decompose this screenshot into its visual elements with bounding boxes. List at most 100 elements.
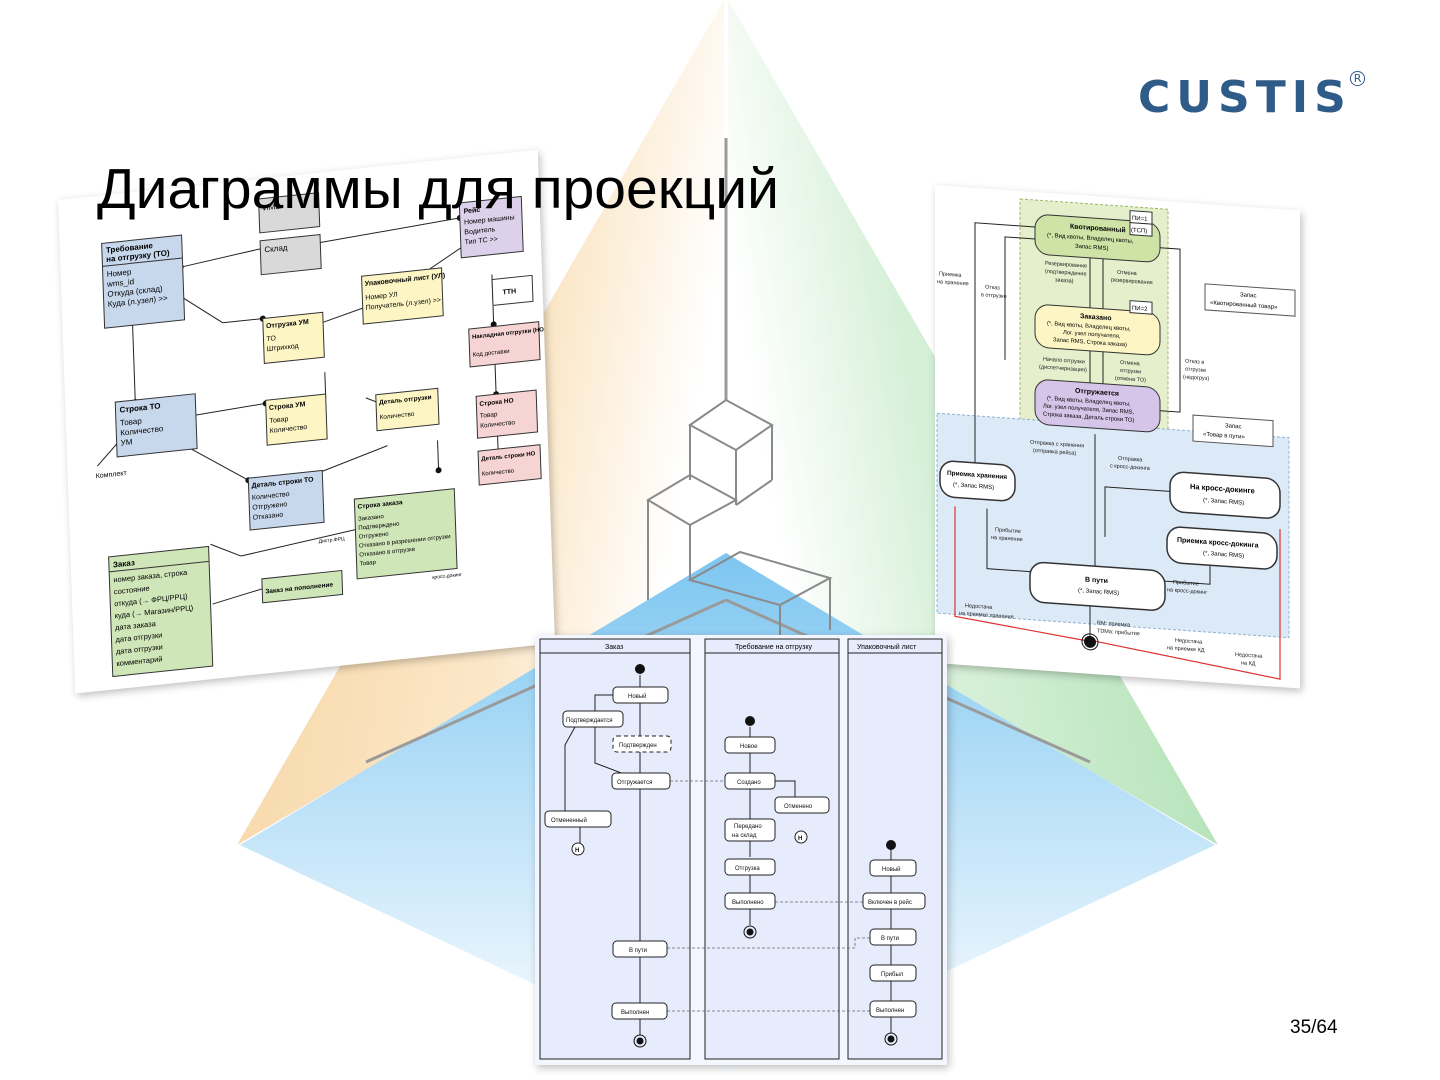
tr-nedost-kd-1: Недостача xyxy=(1175,638,1203,646)
state-diagram: Квотированный (*, Вид квоты, Владелец кв… xyxy=(936,198,1296,680)
state-zak: Заказано (*, Вид квоты, Владелец квоты, … xyxy=(1034,304,1161,356)
class-stroka-um: Строка УМ Товар Количество xyxy=(265,393,328,446)
act-ul-prib: Прибыл xyxy=(881,972,904,978)
tr-otmena-otg-3: (отмена ТО) xyxy=(1115,376,1146,384)
tr-otmena-otg-1: Отмена xyxy=(1120,360,1141,367)
state-vputi-title: В пути xyxy=(1085,576,1108,585)
tr-otkaz-otg-2: в отгрузке xyxy=(981,292,1007,300)
class-detal-otgr-field: Количество xyxy=(379,411,414,422)
act-to-vypoln: Выполнено xyxy=(732,900,764,906)
class-reis-field-3: Тип ТС >> xyxy=(465,236,498,246)
lane-to: Требование на отгрузку xyxy=(735,643,813,651)
state-tag-pi2: ПИ=2 xyxy=(1132,306,1148,313)
tr-otpr-hran-1: Отправка с хранения xyxy=(1030,440,1084,450)
class-detal-to-field-2: Отгружено xyxy=(252,501,287,512)
state-priem-kros: Приемка кросс-докинга (*, Запас RMS) xyxy=(1166,526,1278,570)
history-node-zakaz-icon xyxy=(571,842,585,856)
class-stroka-zakaza-field-5: Отказано в отгрузке xyxy=(359,547,416,559)
class-ttn: ТТН xyxy=(502,288,516,296)
class-to: Требование на отгрузку (ТО) Номер wms_id… xyxy=(101,234,186,329)
act-zakaz-otmen: Отмененный xyxy=(551,817,587,824)
class-stroka-to-field-1: Товар xyxy=(120,416,143,427)
tr-rm-priemka-2: TDMa: прибытие xyxy=(1097,628,1140,637)
act-ul-vkl: Включен в рейс xyxy=(868,899,912,906)
class-detal-no: Деталь строки НО Количество xyxy=(477,444,542,486)
class-detal-to-field-1: Количество xyxy=(252,491,290,502)
state-zak-text-1: (*, Вид квоты, Владелец квоты, xyxy=(1047,321,1131,333)
class-stroka-no: Строка НО Товар Количество xyxy=(475,389,539,439)
end-node-zakaz-icon xyxy=(633,1034,647,1048)
state-kros-text: (*, Запас RMS) xyxy=(1203,498,1244,507)
tr-nedost-hran-2: на приемке хранения xyxy=(959,611,1014,621)
tr-nachalo-1: Начало отгрузки xyxy=(1043,357,1085,366)
lane-zakaz: Заказ xyxy=(605,644,623,651)
state-vputi-text: (*, Запас RMS) xyxy=(1078,588,1119,597)
state-otg-text-1: (*, Вид квоты, Владелец квоты, xyxy=(1047,396,1131,408)
class-ul-field-1: Номер УЛ xyxy=(365,291,398,301)
tr-nedost-kd2-1: Недостача xyxy=(1235,652,1263,660)
class-to-field-1: Номер xyxy=(107,267,132,279)
class-sklad: Склад xyxy=(264,243,288,254)
class-detal-no-title: Деталь строки НО xyxy=(481,451,535,463)
class-stroka-um-field-1: Товар xyxy=(269,416,288,425)
class-label-distr: Дистр.ФРЦ xyxy=(319,536,345,545)
class-detal-no-field: Количество xyxy=(482,468,515,477)
class-label-kros: кросс-докинг xyxy=(432,572,462,581)
tr-rezerv-3: заказа) xyxy=(1055,277,1074,284)
act-zakaz-new: Новый xyxy=(628,693,647,700)
state-kros-title: На кросс-докинге xyxy=(1190,482,1255,496)
state-kvot-title: Квотированный xyxy=(1070,222,1126,234)
state-tag-pi1: ПИ=1 xyxy=(1132,216,1148,223)
class-nakl-field: Код доставки xyxy=(473,349,510,359)
page-number: 35/64 xyxy=(1290,1017,1338,1038)
tr-pribytie-kros-1: Прибытие xyxy=(1173,580,1199,588)
tr-pribytie-hran-1: Прибытие xyxy=(995,527,1021,535)
state-kvot: Квотированный (*, Вид квоты, Владелец кв… xyxy=(1034,214,1161,263)
tr-otkaz-nedogruz-1: Отказ в xyxy=(1185,358,1204,365)
page-title: Диаграммы для проекций xyxy=(97,157,779,221)
act-to-pered-2: на склад xyxy=(732,833,757,839)
tr-otmena-rez-1: Отмена xyxy=(1117,270,1138,277)
tr-pribytie-kros-2: на кросс-докинг xyxy=(1167,587,1207,596)
start-node-to-icon xyxy=(745,716,755,726)
act-ul-vputi: В пути xyxy=(881,936,899,942)
class-zakaz: Заказ номер заказа, строка состояние отк… xyxy=(108,545,214,678)
state-zak-text-2: Лог. узел получателя, xyxy=(1063,330,1121,340)
class-stroka-zakaza-field-2: Подтверждено xyxy=(358,521,400,531)
class-stroka-no-field-2: Количество xyxy=(480,419,515,430)
act-zakaz-vputi: В пути xyxy=(629,948,647,954)
tr-otpr-kros-1: Отправка xyxy=(1118,456,1143,464)
class-diagram: ИМЗ Склад Требование на отгрузку (ТО) Но… xyxy=(96,192,546,678)
class-ul: Упаковочный лист (УЛ) Номер УЛ Получател… xyxy=(361,267,445,325)
act-to-sozd: Создано xyxy=(737,780,761,786)
tr-nedost-kd-2: на приемке КД xyxy=(1167,645,1205,654)
tr-otpr-kros-2: с кросс-докинга xyxy=(1110,463,1151,472)
class-otgruzka-field-1: ТО xyxy=(266,335,276,343)
activity-diagram-panel: Заказ Требование на отгрузку Упаковочный… xyxy=(535,635,947,1065)
state-note-vputi-2: «Товар в пути» xyxy=(1203,432,1245,441)
class-otgruzka-title: Отгрузка УМ xyxy=(266,319,309,330)
act-zakaz-otgr: Отгружается xyxy=(617,780,652,786)
state-priem-kros-text: (*, Запас RMS) xyxy=(1203,551,1244,560)
state-note-kvot-2: «Квотированный товар» xyxy=(1210,299,1278,311)
class-detal-to-field-3: Отказано xyxy=(253,512,284,522)
class-detal-otgr: Деталь отгрузки Количество xyxy=(375,387,440,432)
state-vputi: В пути (*, Запас RMS) xyxy=(1029,561,1166,611)
state-diagram-panel: Квотированный (*, Вид квоты, Владелец кв… xyxy=(935,185,1300,689)
start-node-ul-icon xyxy=(886,840,896,850)
tr-otmena-rez-2: резервирования xyxy=(1111,277,1153,286)
class-stroka-zakaza-field-1: Заказано xyxy=(358,514,385,523)
act-zakaz-hist: H xyxy=(575,848,579,854)
class-detal-to: Деталь строки ТО Количество Отгружено От… xyxy=(247,469,325,531)
class-zakaz-field-5: дата заказа xyxy=(115,619,157,632)
state-priem: Приемка хранения (*, Запас RMS) xyxy=(939,460,1016,502)
end-node-ul-icon xyxy=(884,1032,898,1046)
act-ul-vypoln: Выполнен xyxy=(876,1008,904,1014)
class-otgruzka: Отгрузка УМ ТО Штрихкод xyxy=(262,311,325,365)
registered-mark-icon: R xyxy=(1349,71,1366,87)
class-stroka-um-field-2: Количество xyxy=(270,424,308,435)
class-otgruzka-field-2: Штрихкод xyxy=(267,343,299,353)
state-otg-title: Отгружается xyxy=(1075,388,1119,398)
logo-text: CUSTIS xyxy=(1138,72,1352,123)
